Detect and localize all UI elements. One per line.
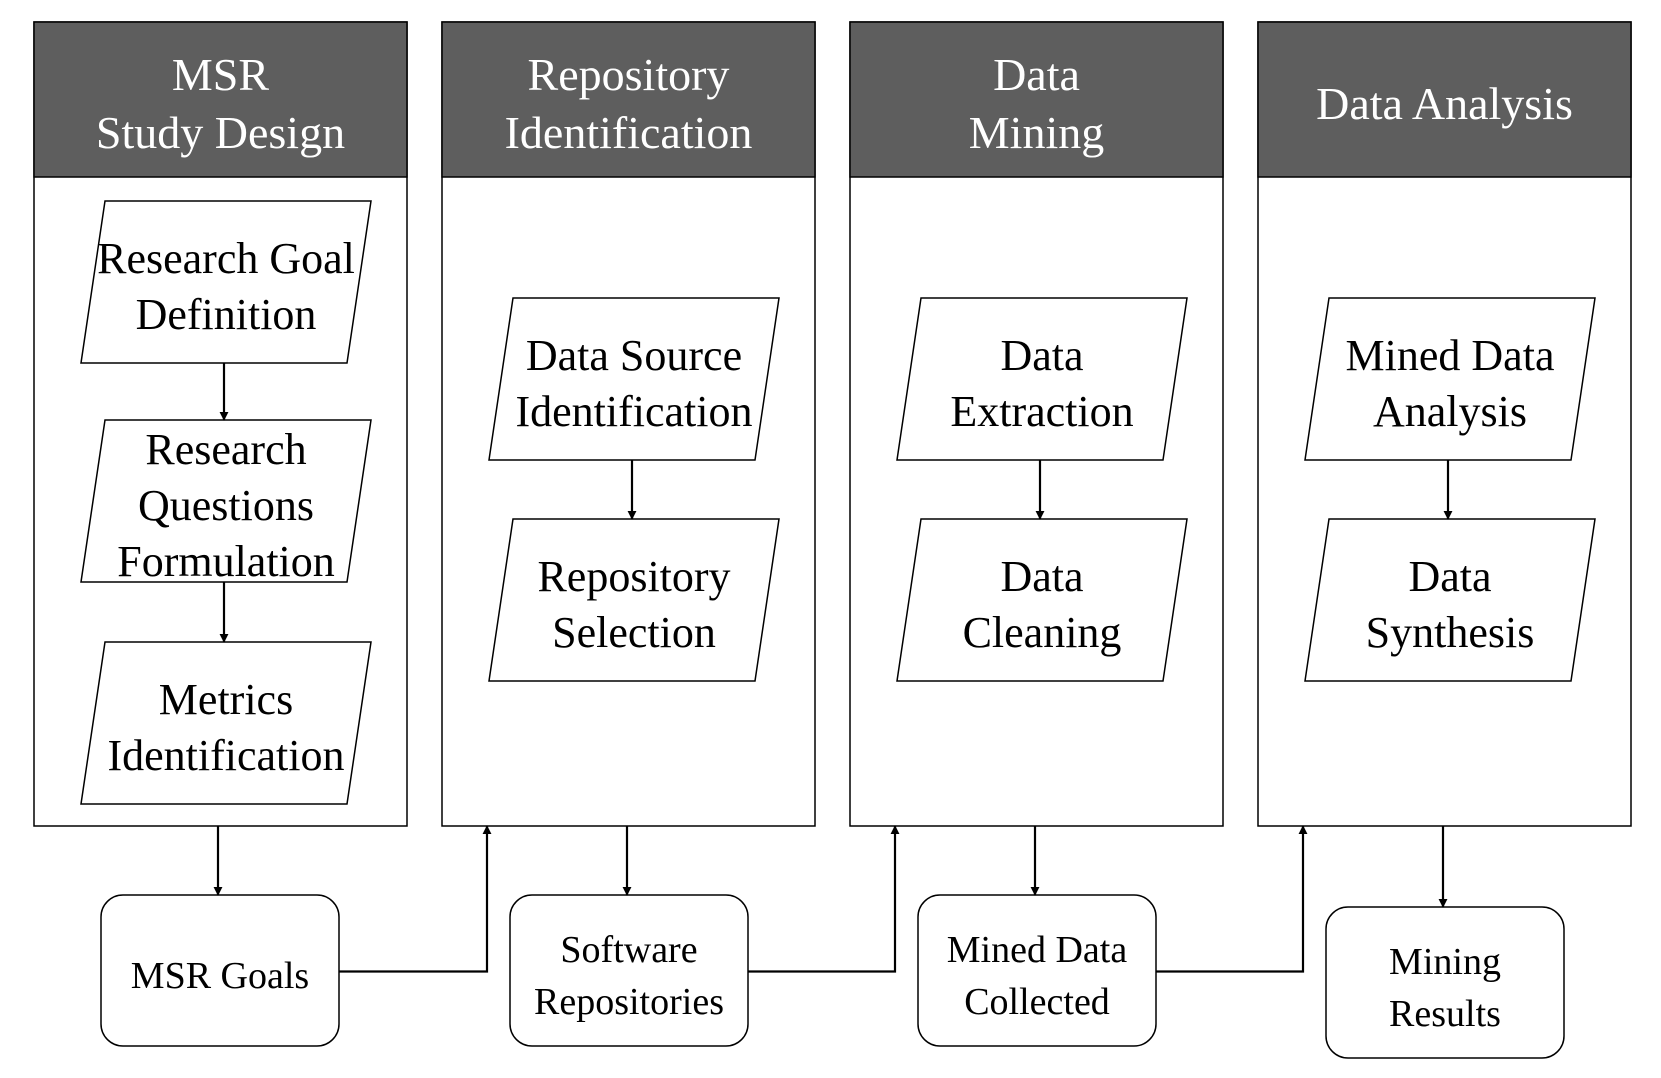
- stage-title-repository-identification-line: Repository: [528, 49, 730, 100]
- process-step: [1304, 297, 1596, 461]
- step-label-line: Selection: [552, 608, 716, 657]
- step-label-line: Cleaning: [963, 608, 1122, 657]
- step-label-line: Metrics: [159, 675, 293, 724]
- process-step: [896, 518, 1188, 682]
- output-label-repository-identification-line: Repositories: [534, 981, 724, 1023]
- stage-title-data-mining-line: Data: [993, 49, 1080, 100]
- process-step: [488, 518, 780, 682]
- step-label-line: Data: [1000, 331, 1083, 380]
- stage-title-data-mining-line: Mining: [969, 107, 1104, 158]
- stage-title-data-analysis: Data Analysis: [1316, 78, 1573, 129]
- output-label-data-mining-line: Collected: [964, 981, 1110, 1023]
- output-label-repository-identification-line: Software: [560, 929, 697, 971]
- stage-header-repository-identification: [441, 21, 816, 178]
- stage-title-study-design-line: MSR: [172, 49, 269, 100]
- process-step: [80, 641, 372, 805]
- step-label-line: Formulation: [117, 537, 335, 586]
- step-label-line: Definition: [136, 290, 317, 339]
- step-label-line: Research: [145, 425, 306, 474]
- stage-header-data-analysis: [1257, 21, 1632, 178]
- step-label-line: Research Goal: [97, 234, 355, 283]
- step-label-line: Identification: [107, 731, 344, 780]
- step-label-line: Identification: [515, 387, 752, 436]
- stage-title-data-analysis-line: Data Analysis: [1316, 78, 1573, 129]
- stage-title-study-design-line: Study Design: [96, 107, 345, 158]
- process-step: [488, 297, 780, 461]
- step-label-line: Data: [1000, 552, 1083, 601]
- step-label-line: Extraction: [950, 387, 1133, 436]
- output-to-next-stage-arrow: [1156, 825, 1308, 973]
- stage-header-study-design: [33, 21, 408, 178]
- stage-title-study-design: MSR Study Design: [96, 49, 345, 158]
- process-step: [80, 419, 372, 583]
- step-label-line: Analysis: [1373, 387, 1527, 436]
- output-label-study-design: MSR Goals: [131, 955, 309, 997]
- stage-header-data-mining: [849, 21, 1224, 178]
- process-step: [80, 200, 372, 364]
- output-to-next-stage-arrow: [339, 825, 492, 973]
- stage-title-repository-identification-line: Identification: [505, 107, 753, 158]
- step-label-line: Synthesis: [1366, 608, 1535, 657]
- step-label-line: Questions: [138, 481, 314, 530]
- step-label-line: Data: [1408, 552, 1491, 601]
- output-label-study-design-line: MSR Goals: [131, 955, 309, 997]
- process-step: [896, 297, 1188, 461]
- output-to-next-stage-arrow: [748, 825, 900, 973]
- step-label-line: Data Source: [526, 331, 742, 380]
- output-label-data-analysis-line: Results: [1389, 993, 1501, 1035]
- output-label-data-mining-line: Mined Data: [947, 929, 1128, 971]
- step-label-line: Mined Data: [1346, 331, 1555, 380]
- output-label-data-analysis-line: Mining: [1389, 941, 1501, 983]
- process-step: [1304, 518, 1596, 682]
- step-label-line: Repository: [537, 552, 730, 601]
